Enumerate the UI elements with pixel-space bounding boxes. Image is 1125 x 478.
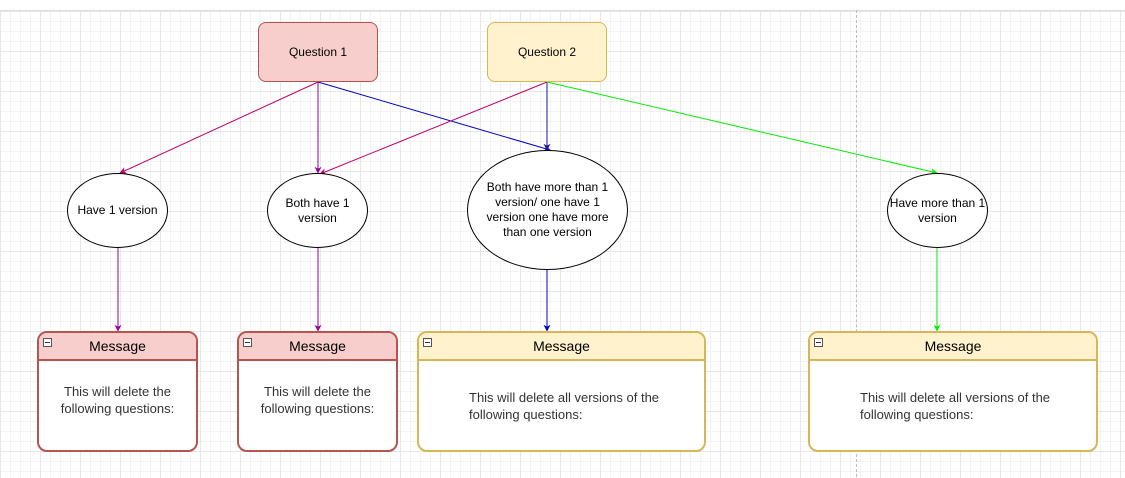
- collapse-icon[interactable]: [243, 338, 252, 347]
- message-box-1-header[interactable]: Message: [39, 333, 196, 361]
- page-break-line: [856, 10, 857, 477]
- question-2-label: Question 2: [517, 44, 577, 59]
- have-1-version-node[interactable]: Have 1 version: [67, 173, 168, 248]
- collapse-icon[interactable]: [43, 338, 52, 347]
- message-box-2-header[interactable]: Message: [239, 333, 396, 361]
- have-more-than-1-label: Have more than 1 version: [889, 195, 986, 225]
- both-have-more-label: Both have more than 1 version/ one have …: [486, 180, 609, 239]
- collapse-icon[interactable]: [814, 338, 823, 347]
- toolbar-strip: [0, 0, 1125, 10]
- both-have-1-version-label: Both have 1 version: [285, 195, 350, 225]
- message-box-2-body: This will delete the following questions…: [260, 384, 375, 416]
- message-box-4-body: This will delete all versions of the fol…: [860, 390, 1051, 422]
- question-2-node[interactable]: Question 2: [487, 22, 607, 82]
- message-box-4[interactable]: Message This will delete all versions of…: [808, 331, 1098, 452]
- message-box-2[interactable]: Message This will delete the following q…: [237, 331, 398, 452]
- edge-q2-to-have-more-than-1[interactable]: [546, 81, 938, 175]
- message-box-3-body: This will delete all versions of the fol…: [469, 390, 660, 422]
- have-1-version-label: Have 1 version: [77, 203, 158, 217]
- both-have-1-version-node[interactable]: Both have 1 version: [267, 173, 368, 248]
- collapse-icon[interactable]: [423, 338, 432, 347]
- message-box-3-header[interactable]: Message: [419, 333, 704, 361]
- question-1-label: Question 1: [288, 44, 348, 59]
- edge-q1-to-both-have-more[interactable]: [317, 81, 551, 152]
- message-box-4-title: Message: [924, 338, 982, 354]
- message-box-3-title: Message: [533, 338, 590, 354]
- question-1-node[interactable]: Question 1: [258, 22, 378, 82]
- message-box-3[interactable]: Message This will delete all versions of…: [417, 331, 706, 452]
- message-box-1-title: Message: [89, 338, 146, 354]
- both-have-more-node[interactable]: Both have more than 1 version/ one have …: [467, 150, 628, 270]
- have-more-than-1-node[interactable]: Have more than 1 version: [887, 173, 988, 248]
- edge-q1-to-have-1-version[interactable]: [119, 81, 319, 174]
- message-box-2-title: Message: [289, 338, 346, 354]
- message-box-1[interactable]: Message This will delete the following q…: [37, 331, 198, 452]
- message-box-4-header[interactable]: Message: [810, 333, 1096, 361]
- edge-q2-to-both-have-1[interactable]: [319, 81, 548, 175]
- message-box-1-body: This will delete the following questions…: [60, 384, 175, 416]
